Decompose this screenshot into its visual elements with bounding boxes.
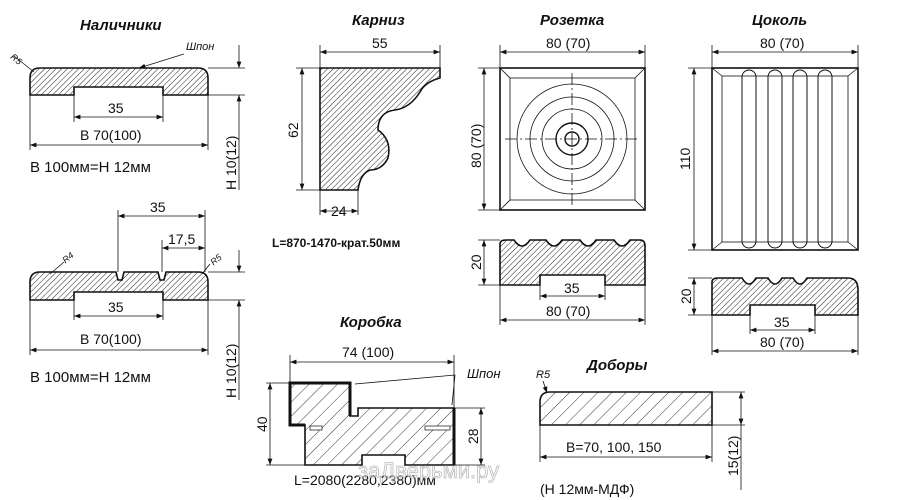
material-note: (H 12мм-МДФ)	[540, 481, 634, 497]
nalichnik-section-2	[29, 271, 209, 301]
karniz-profile: Карниз 55 62 24 L=870-1470-крат.50мм	[272, 12, 441, 250]
groove-dim: 35	[564, 280, 580, 296]
groove-dim: 35	[774, 314, 790, 330]
width-dim: B 70(100)	[80, 127, 141, 143]
width2-dim: 80 (70)	[760, 334, 804, 350]
rozetka-face	[499, 67, 646, 211]
nalichnik-section-1	[29, 67, 209, 96]
thickness-dim: 20	[468, 254, 484, 270]
nalichniki-title: Наличники	[80, 17, 162, 34]
groove-top-dim: 35	[150, 199, 166, 215]
rozetka-title: Розетка	[540, 12, 604, 29]
width-dim: 55	[372, 35, 388, 51]
rozetka-section	[499, 239, 646, 286]
half-dim: 17,5	[168, 231, 195, 247]
tsokol-section	[711, 277, 859, 316]
radius-label: R5	[208, 251, 224, 267]
tsokol-profile: Цоколь 80 (70) 110 20 35 80 (70)	[677, 12, 859, 355]
base-dim: 24	[331, 203, 347, 219]
width2-dim: 80 (70)	[546, 303, 590, 319]
karniz-section	[319, 67, 441, 191]
height-dim: 62	[285, 122, 301, 138]
watermark: заДверьми.ру	[358, 458, 499, 483]
thickness-dim: 15(12)	[725, 436, 741, 476]
radius-label: R5	[9, 52, 25, 68]
groove-dim: 35	[108, 299, 124, 315]
height-dim: H 10(12)	[223, 136, 239, 190]
radius-label: R5	[536, 369, 551, 381]
nalichnik-profile-1: Наличники Шпон R5 35 B 70(100) B 100мм=H…	[9, 17, 245, 190]
radius-leader	[13, 55, 35, 73]
dobory-profile: Доборы R5 B=70, 100, 150 15(12) (H 12мм-…	[536, 357, 745, 497]
thickness-dim: 20	[678, 288, 694, 304]
height-dim: H 10(12)	[223, 344, 239, 398]
korobka-section	[289, 382, 455, 466]
width-dim: 80 (70)	[546, 35, 590, 51]
veneer-label: Шпон	[467, 366, 501, 381]
korobka-title: Коробка	[340, 314, 402, 331]
width-dim: B 70(100)	[80, 331, 141, 347]
dobor-section	[539, 391, 713, 426]
length-note: L=870-1470-крат.50мм	[272, 236, 400, 250]
height-dim: 110	[677, 147, 693, 170]
length-note: L=2080(2280,2380)мм	[294, 472, 436, 488]
veneer-leader	[138, 53, 185, 69]
width-dim: 80 (70)	[760, 35, 804, 51]
veneer-label: Шпон	[186, 41, 214, 53]
karniz-title: Карниз	[352, 12, 405, 29]
nalichnik-profile-2: R4 R5 35 17,5 35 B 70(100) B 100мм=H 12м…	[29, 199, 245, 400]
width-dim: B=70, 100, 150	[566, 439, 662, 455]
tsokol-title: Цоколь	[752, 12, 807, 29]
height2-dim: 28	[465, 428, 481, 444]
size-note: B 100мм=H 12мм	[30, 369, 151, 386]
rozetka-profile: Розетка 80 (70) 80 (70) 20 35 80 (70)	[468, 12, 646, 325]
tsokol-face	[711, 67, 859, 251]
dobory-title: Доборы	[585, 357, 648, 374]
width-dim: 74 (100)	[342, 344, 394, 360]
size-note: B 100мм=H 12мм	[30, 159, 151, 176]
korobka-profile: Коробка 74 (100) Шпон 40 28 L=2080(2280,…	[254, 314, 501, 488]
height-dim: 40	[254, 416, 270, 432]
height-dim: 80 (70)	[468, 124, 484, 168]
groove-dim: 35	[108, 100, 124, 116]
